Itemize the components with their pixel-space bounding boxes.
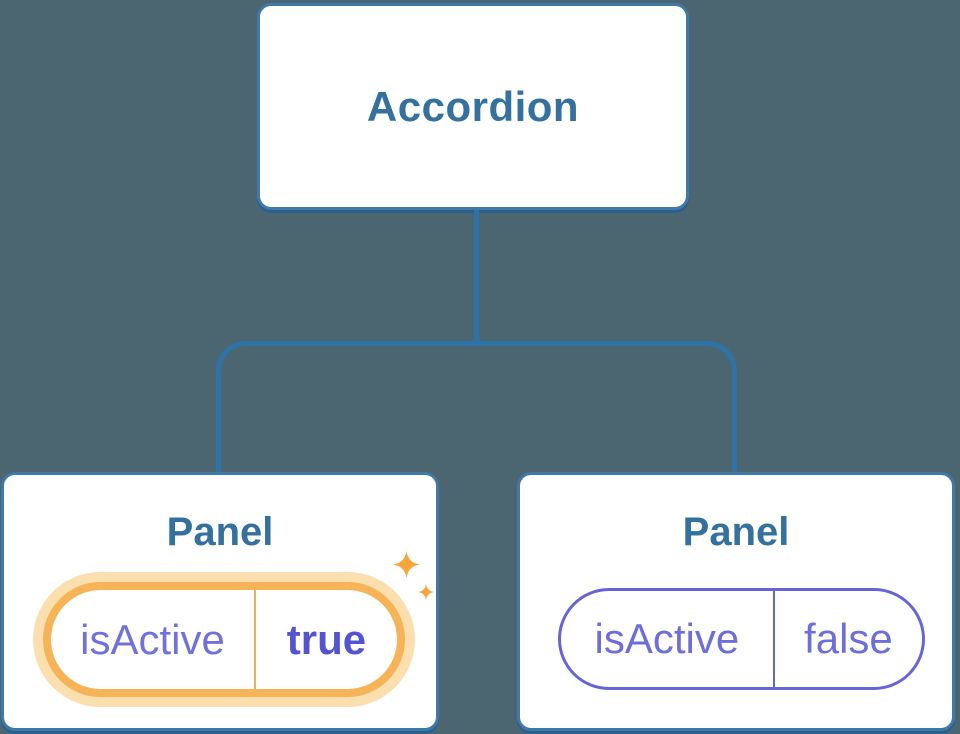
panel-node-active: Panel isActive true	[1, 472, 439, 731]
state-key-label: isActive	[594, 615, 740, 662]
state-value-label: true	[286, 615, 367, 663]
panel-title: Panel	[166, 510, 274, 554]
connector-branch	[216, 341, 737, 472]
pill-divider	[772, 591, 775, 687]
state-pill-active: isActive true	[43, 582, 405, 697]
accordion-node: Accordion	[257, 3, 689, 210]
state-pill-inactive: isActive false	[558, 588, 925, 690]
state-key-label: isActive	[80, 615, 225, 663]
state-value-label: false	[804, 615, 893, 662]
panel-title: Panel	[682, 510, 790, 554]
pill-divider	[253, 590, 256, 689]
panel-node-inactive: Panel isActive false	[517, 472, 955, 731]
connector-stem	[474, 210, 479, 346]
accordion-label: Accordion	[366, 82, 580, 130]
sparkles-icon	[393, 551, 435, 601]
